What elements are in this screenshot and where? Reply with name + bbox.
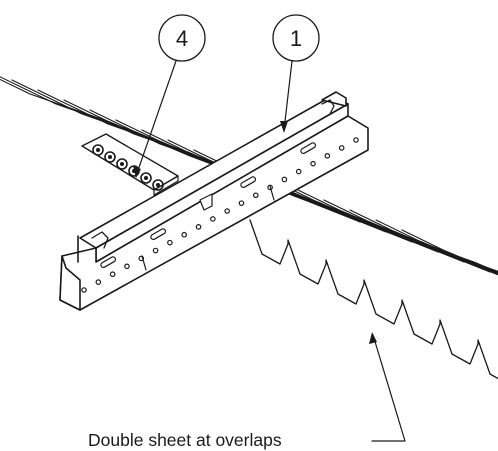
bolt-icon <box>104 151 116 163</box>
rail-slot-icon <box>240 176 257 189</box>
rail-slot-holes <box>81 137 359 293</box>
rail-hole-icon <box>224 208 230 214</box>
rail-hole-icon <box>95 279 102 285</box>
rail-hole-icon <box>252 192 259 199</box>
rail-hole-icon <box>167 239 173 246</box>
bolt-icon <box>92 144 104 156</box>
rail-slot-icon <box>150 228 167 241</box>
bolt-row <box>92 144 164 191</box>
mounting-rail <box>59 91 369 311</box>
rail-hole-icon <box>238 200 245 206</box>
rail-hole-icon <box>181 231 188 238</box>
callout-1-label: 1 <box>290 26 302 51</box>
rail-hole-icon <box>310 160 316 167</box>
callout-4-label: 4 <box>176 26 188 51</box>
bolt-icon <box>116 158 128 170</box>
rail-hole-icon <box>109 271 116 278</box>
rail-hole-icon <box>353 137 359 143</box>
rail-hole-icon <box>124 263 130 270</box>
bolt-icon <box>140 172 152 184</box>
rail-hole-icon <box>295 168 302 175</box>
rail-hole-icon <box>281 176 288 183</box>
rail-hole-icon <box>152 247 159 254</box>
rail-slot-icon <box>300 142 317 155</box>
rail-hole-icon <box>324 152 331 159</box>
rail-hole-icon <box>195 224 202 230</box>
overlap-annotation: Double sheet at overlaps <box>88 332 406 450</box>
bolt-icon <box>152 179 164 191</box>
callout-1: 1 <box>272 14 320 133</box>
rail-hole-icon <box>210 216 216 222</box>
overlap-caption: Double sheet at overlaps <box>88 430 282 450</box>
corrugated-roof-sheet <box>0 76 498 380</box>
rail-slot-icon <box>100 256 117 269</box>
rail-hole-icon <box>338 145 345 151</box>
callout-4: 4 <box>133 14 206 178</box>
rail-hole-icon <box>81 287 87 293</box>
